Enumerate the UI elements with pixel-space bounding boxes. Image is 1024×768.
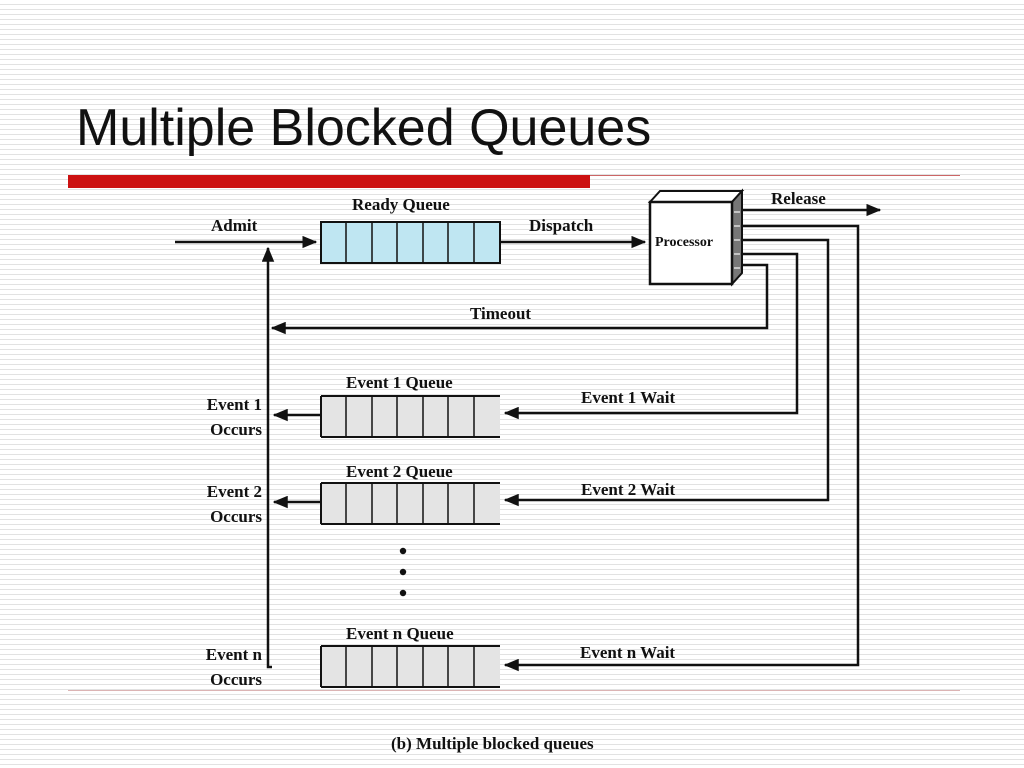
slide-title: Multiple Blocked Queues [76, 99, 652, 157]
event-n-queue-label: Event n Queue [346, 624, 454, 643]
event-1-wait-arrow [503, 252, 799, 420]
footer-divider [68, 690, 960, 691]
title-accent-bar [68, 175, 590, 188]
processor-label: Processor [655, 235, 713, 250]
processor-box [647, 188, 745, 287]
timeout-label: Timeout [470, 304, 531, 323]
admit-label: Admit [211, 216, 258, 235]
release-label: Release [771, 189, 826, 208]
ready-queue [320, 221, 501, 264]
timeout-arrow [270, 263, 769, 335]
event-1-queue-label: Event 1 Queue [346, 373, 453, 392]
event-n-queue [320, 645, 500, 688]
event-1-wait-label: Event 1 Wait [581, 388, 675, 407]
dispatch-label: Dispatch [529, 216, 594, 235]
event-2-wait-arrow [503, 238, 830, 507]
figure-caption: (b) Multiple blocked queues [391, 734, 594, 753]
event-2-queue-label: Event 2 Queue [346, 462, 453, 481]
title-divider [590, 175, 960, 176]
requeue-line [261, 246, 275, 669]
event-n-wait-arrow [503, 224, 860, 672]
ready-queue-label: Ready Queue [352, 195, 450, 214]
event-2-wait-label: Event 2 Wait [581, 480, 675, 499]
event-1-queue [320, 395, 500, 438]
more-queues-ellipsis [399, 547, 407, 597]
event-n-wait-label: Event n Wait [580, 643, 675, 662]
event-2-queue [320, 482, 500, 525]
